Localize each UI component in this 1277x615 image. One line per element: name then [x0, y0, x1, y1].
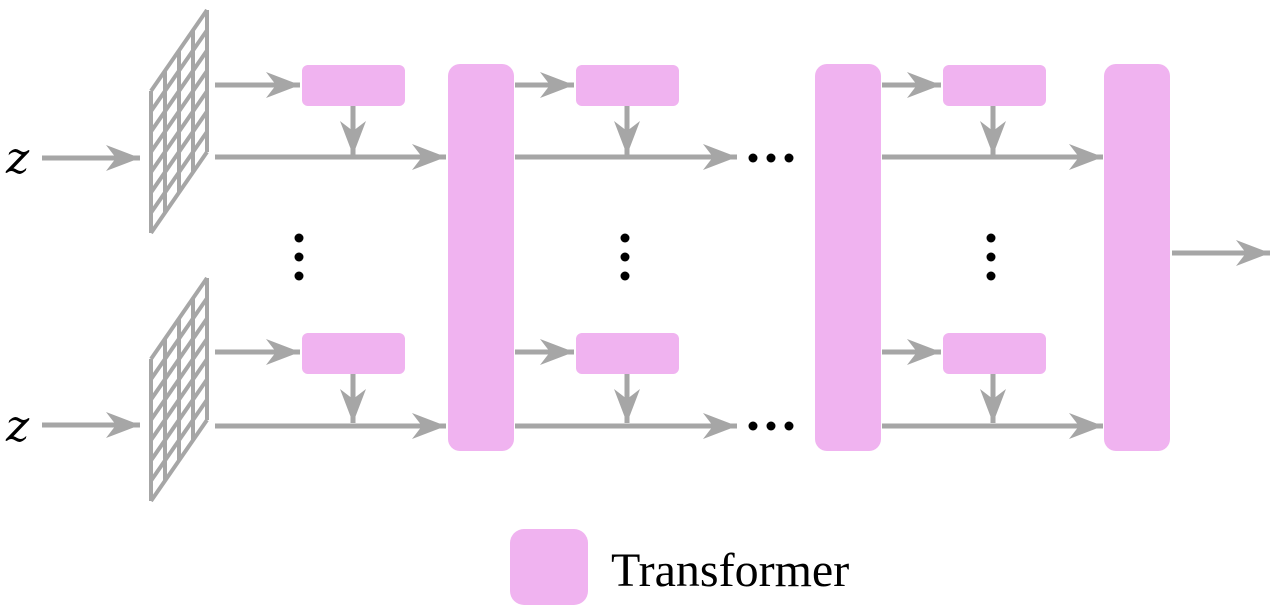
- transformer-small-block: [943, 333, 1046, 374]
- grid-line: [149, 398, 209, 482]
- grid-line: [149, 150, 209, 235]
- grid-line: [149, 418, 209, 503]
- grid-line: [149, 69, 209, 153]
- grid-line: [149, 317, 209, 401]
- horizontal-ellipsis: [748, 421, 794, 431]
- grid-line: [149, 29, 209, 113]
- transformer-small-block: [576, 65, 679, 106]
- grid-line: [149, 378, 209, 462]
- grid-line: [149, 297, 209, 381]
- transformer-tall-block: [1104, 64, 1170, 451]
- transformer-small-block: [302, 333, 405, 374]
- vertical-ellipsis: [294, 233, 304, 281]
- transformer-tall-block: [448, 64, 514, 451]
- vertical-ellipsis: [620, 233, 630, 281]
- grid-line: [149, 90, 209, 174]
- patch-grid-top: [149, 8, 209, 235]
- grid-line: [149, 110, 209, 194]
- grid-line: [149, 358, 209, 442]
- grid-line: [149, 8, 209, 93]
- transformer-tall-block: [815, 64, 881, 451]
- grid-line: [149, 337, 209, 421]
- legend-label: Transformer: [611, 544, 849, 597]
- grid-line: [149, 276, 209, 361]
- input-z-top: z: [5, 133, 30, 184]
- input-z-bottom: z: [5, 401, 30, 452]
- transformer-small-block: [302, 65, 405, 106]
- vertical-ellipsis: [986, 233, 996, 281]
- patch-grid-bottom: [149, 276, 209, 503]
- grid-line: [149, 49, 209, 133]
- legend-swatch: [510, 529, 588, 605]
- grid-line: [149, 130, 209, 214]
- transformer-small-block: [576, 333, 679, 374]
- transformer-small-block: [943, 65, 1046, 106]
- horizontal-ellipsis: [748, 153, 794, 163]
